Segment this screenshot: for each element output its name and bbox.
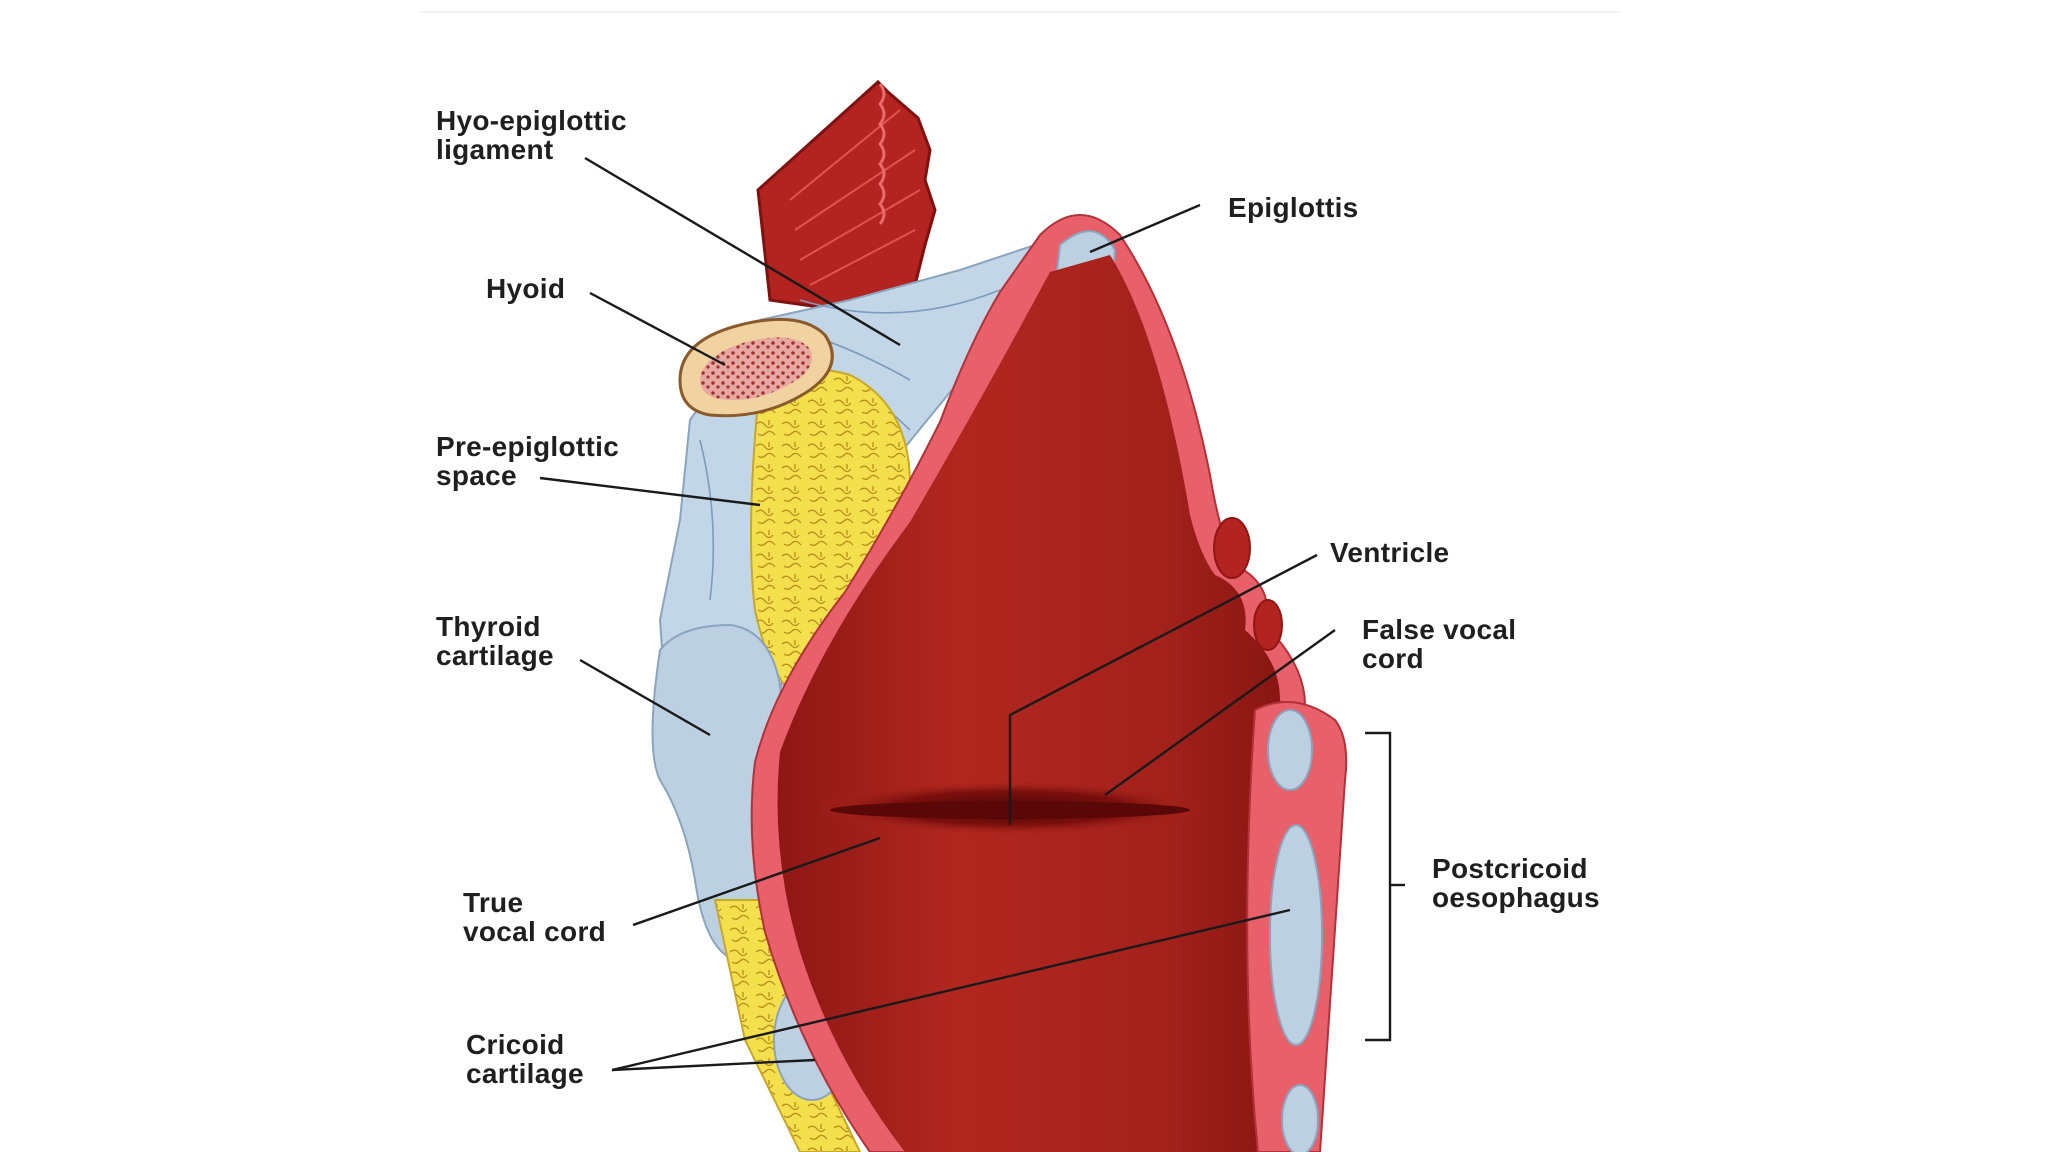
label-line: Pre-epiglottic	[436, 431, 620, 462]
leader-thyroid	[579, 658, 711, 737]
postcricoid-bracket	[1365, 731, 1392, 1042]
label-line: oesophagus	[1432, 882, 1600, 913]
label-line: cartilage	[466, 1058, 584, 1089]
label-true-vocal-cord: True vocal cord	[463, 888, 606, 946]
label-line: ligament	[436, 134, 554, 165]
label-line: Postcricoid	[1432, 853, 1588, 884]
label-line: Hyo-epiglottic	[436, 105, 627, 136]
leader-hyo-epiglottic	[584, 156, 901, 347]
label-line: cartilage	[436, 640, 554, 671]
hyoid-bone	[678, 317, 834, 418]
label-line: vocal cord	[463, 916, 607, 947]
label-line: False vocal	[1362, 614, 1517, 645]
label-line: Epiglottis	[1228, 192, 1359, 223]
label-line: Ventricle	[1330, 537, 1450, 568]
label-epiglottis: Epiglottis	[1228, 193, 1359, 222]
leader-lines	[539, 156, 1405, 1072]
leader-ventricle	[1008, 553, 1318, 825]
ventricle-bulge	[1213, 517, 1251, 579]
postcricoid-wall	[1246, 701, 1348, 1152]
label-line: cord	[1362, 643, 1424, 674]
leader-cricoid-b	[611, 908, 1291, 1072]
label-line: True	[463, 887, 524, 918]
false-cord-bulge	[1253, 599, 1283, 651]
leader-epiglottis	[1089, 203, 1201, 254]
label-pre-epiglottic-space: Pre-epiglottic space	[436, 432, 619, 490]
label-false-vocal-cord: False vocal cord	[1362, 615, 1516, 673]
leader-false-vocal	[1104, 629, 1336, 796]
label-cricoid-cartilage: Cricoid cartilage	[466, 1030, 584, 1088]
label-postcricoid-oesophagus: Postcricoid oesophagus	[1432, 854, 1600, 912]
leader-hyoid	[589, 291, 726, 367]
leader-cricoid-a	[611, 1058, 816, 1072]
label-hyo-epiglottic-ligament: Hyo-epiglottic ligament	[436, 106, 627, 164]
label-thyroid-cartilage: Thyroid cartilage	[436, 612, 554, 670]
leader-pre-epiglottic	[539, 476, 761, 507]
label-line: Cricoid	[466, 1029, 565, 1060]
leader-true-vocal	[632, 836, 881, 927]
label-hyoid: Hyoid	[486, 274, 565, 303]
label-line: Hyoid	[486, 273, 566, 304]
label-line: space	[436, 460, 517, 491]
top-divider	[420, 11, 1620, 13]
label-line: Thyroid	[436, 611, 541, 642]
label-ventricle: Ventricle	[1330, 538, 1449, 567]
